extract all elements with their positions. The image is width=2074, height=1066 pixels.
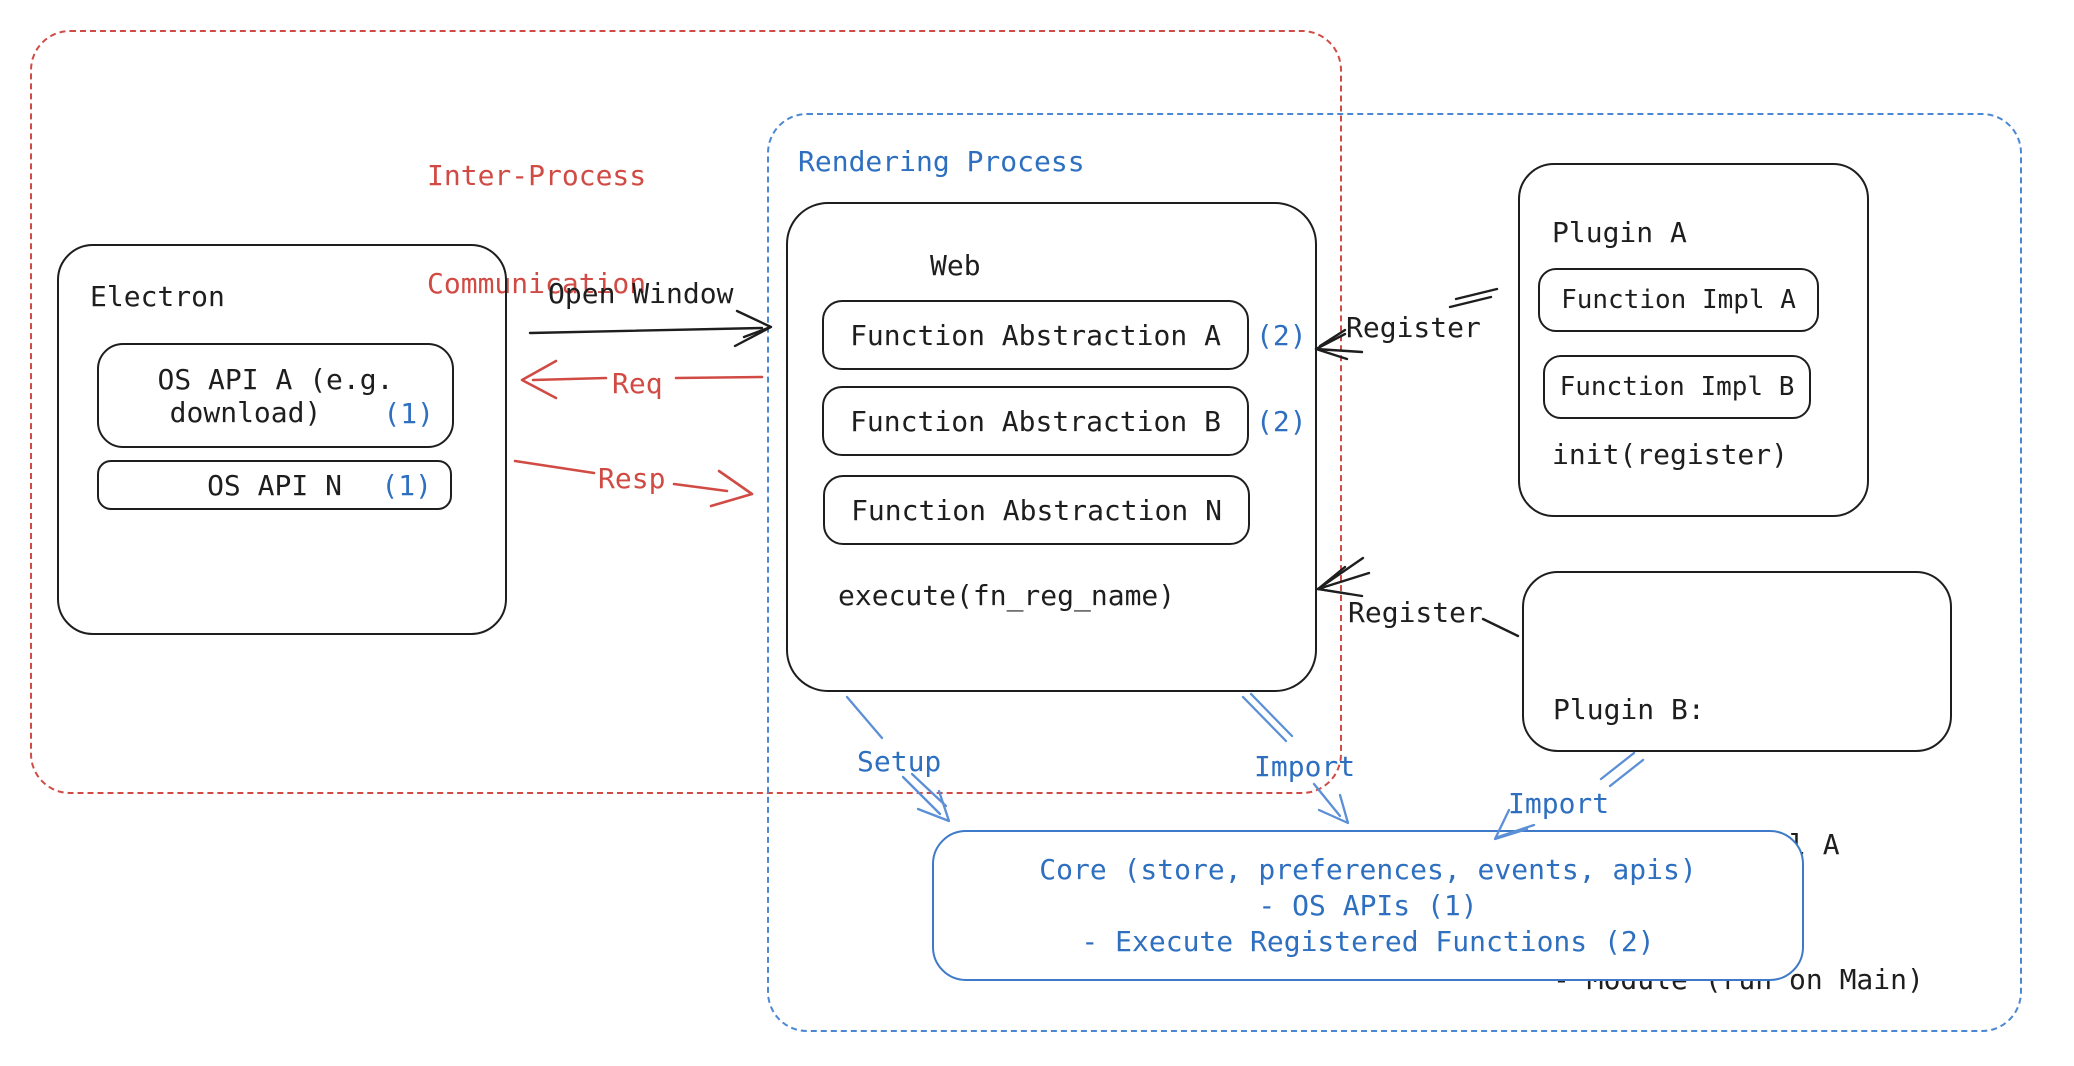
function-impl-b-box: Function Impl B: [1543, 355, 1811, 419]
plugin-a-title: Plugin A: [1552, 216, 1687, 249]
init-register-code: init(register): [1552, 438, 1789, 471]
rendering-process-region-border: [767, 113, 2022, 1032]
register-bottom-label: Register: [1348, 596, 1483, 629]
core-line2: - OS APIs (1): [1258, 888, 1478, 922]
electron-title: Electron: [90, 280, 225, 313]
function-abstraction-a-box: Function Abstraction A: [822, 300, 1249, 370]
import-web-label: Import: [1254, 750, 1356, 783]
import-plugin-label: Import: [1508, 787, 1610, 820]
open-window-label: Open Window: [548, 277, 734, 310]
resp-label: Resp: [598, 462, 666, 495]
os-api-a-line1: OS API A (e.g.: [157, 362, 394, 396]
function-impl-a-box: Function Impl A: [1538, 268, 1819, 332]
os-api-n-label: OS API N: [207, 468, 342, 502]
os-api-a-line2: download): [169, 395, 322, 429]
ipc-title-line2: Communication: [427, 267, 647, 300]
plugin-b-box: [1522, 571, 1952, 752]
function-abstraction-b-badge: (2): [1256, 404, 1307, 438]
plugin-b-title: Plugin B:: [1553, 693, 1705, 726]
function-abstraction-a-badge: (2): [1256, 318, 1307, 352]
ipc-region-border: [30, 30, 1342, 794]
rendering-process-title: Rendering Process: [798, 145, 1085, 178]
electron-box: [57, 244, 507, 635]
plugin-a-box: [1518, 163, 1869, 517]
function-abstraction-row: Function Abstraction B (2): [822, 386, 1307, 456]
function-abstraction-b-box: Function Abstraction B: [822, 386, 1249, 456]
execute-code: execute(fn_reg_name): [838, 579, 1176, 612]
function-abstraction-row: Function Abstraction N: [823, 475, 1257, 545]
register-top-label: Register: [1346, 311, 1481, 344]
os-api-n-badge: (1): [381, 468, 432, 502]
core-line1: Core (store, preferences, events, apis): [1039, 852, 1697, 886]
web-box: [786, 202, 1317, 692]
ipc-title-line1: Inter-Process: [427, 159, 647, 192]
function-abstraction-row: Function Abstraction A (2): [822, 300, 1307, 370]
ipc-region-title: Inter-Process Communication: [427, 86, 646, 374]
function-abstraction-n-box: Function Abstraction N: [823, 475, 1250, 545]
core-line3: - Execute Registered Functions (2): [1081, 924, 1655, 958]
os-api-a-box: OS API A (e.g. download) (1): [97, 343, 454, 448]
core-box: Core (store, preferences, events, apis) …: [932, 830, 1804, 981]
web-title: Web: [930, 249, 981, 282]
os-api-a-badge: (1): [383, 397, 434, 430]
setup-label: Setup: [857, 745, 942, 778]
os-api-n-box: OS API N (1): [97, 460, 452, 510]
req-label: Req: [612, 367, 663, 400]
